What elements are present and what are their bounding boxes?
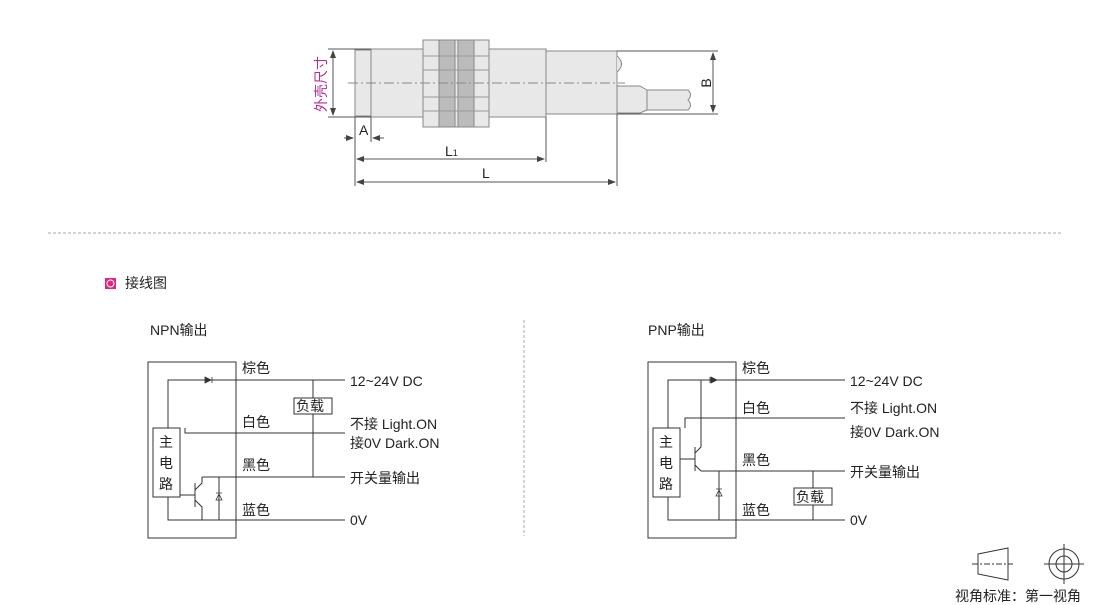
svg-text:开关量输出: 开关量输出 xyxy=(350,470,420,486)
pnp-title: PNP输出 xyxy=(648,322,705,338)
view-standard-label: 视角标准：第一视角 xyxy=(955,588,1081,604)
svg-text:棕色: 棕色 xyxy=(242,360,270,376)
svg-text:黑色: 黑色 xyxy=(742,452,770,468)
svg-text:棕色: 棕色 xyxy=(742,360,770,376)
dimension-lines xyxy=(328,48,718,186)
svg-text:主: 主 xyxy=(159,434,173,450)
svg-text:不接 Light.ON: 不接 Light.ON xyxy=(350,416,437,432)
dim-l-label: L xyxy=(482,165,490,181)
svg-text:路: 路 xyxy=(159,476,173,492)
dim-l1-label: L1 xyxy=(445,143,458,159)
npn-diagram: NPN输出 主 电 路 负载 棕色 白色 黑色 蓝色 12~24V DC 不接 … xyxy=(147,322,439,539)
svg-text:不接 Light.ON: 不接 Light.ON xyxy=(850,400,937,416)
svg-text:0V: 0V xyxy=(350,512,368,528)
shell-size-label: 外壳尺寸 xyxy=(313,56,329,112)
svg-text:白色: 白色 xyxy=(242,414,270,430)
svg-text:黑色: 黑色 xyxy=(242,457,270,473)
svg-text:主: 主 xyxy=(659,434,673,450)
first-angle-projection-icon xyxy=(972,544,1084,584)
svg-text:0V: 0V xyxy=(850,512,868,528)
svg-text:电: 电 xyxy=(159,455,173,471)
section-marker-icon xyxy=(105,278,116,289)
dim-b-label: B xyxy=(698,78,714,87)
svg-text:接0V Dark.ON: 接0V Dark.ON xyxy=(350,435,439,451)
svg-text:蓝色: 蓝色 xyxy=(242,502,270,518)
dim-a-label: A xyxy=(359,122,369,138)
svg-text:蓝色: 蓝色 xyxy=(742,502,770,518)
pnp-diagram: PNP输出 主 电 路 负载 棕色 白色 黑色 蓝色 12~24V DC 不接 … xyxy=(647,322,939,539)
svg-text:路: 路 xyxy=(659,476,673,492)
load-label: 负载 xyxy=(296,398,324,414)
section-title: 接线图 xyxy=(125,275,167,291)
svg-text:开关量输出: 开关量输出 xyxy=(850,464,920,480)
svg-text:电: 电 xyxy=(659,455,673,471)
svg-text:12~24V DC: 12~24V DC xyxy=(850,373,923,389)
svg-text:白色: 白色 xyxy=(742,400,770,416)
svg-text:接0V Dark.ON: 接0V Dark.ON xyxy=(850,424,939,440)
npn-title: NPN输出 xyxy=(150,322,208,338)
svg-text:12~24V DC: 12~24V DC xyxy=(350,373,423,389)
load-label: 负载 xyxy=(796,489,824,505)
